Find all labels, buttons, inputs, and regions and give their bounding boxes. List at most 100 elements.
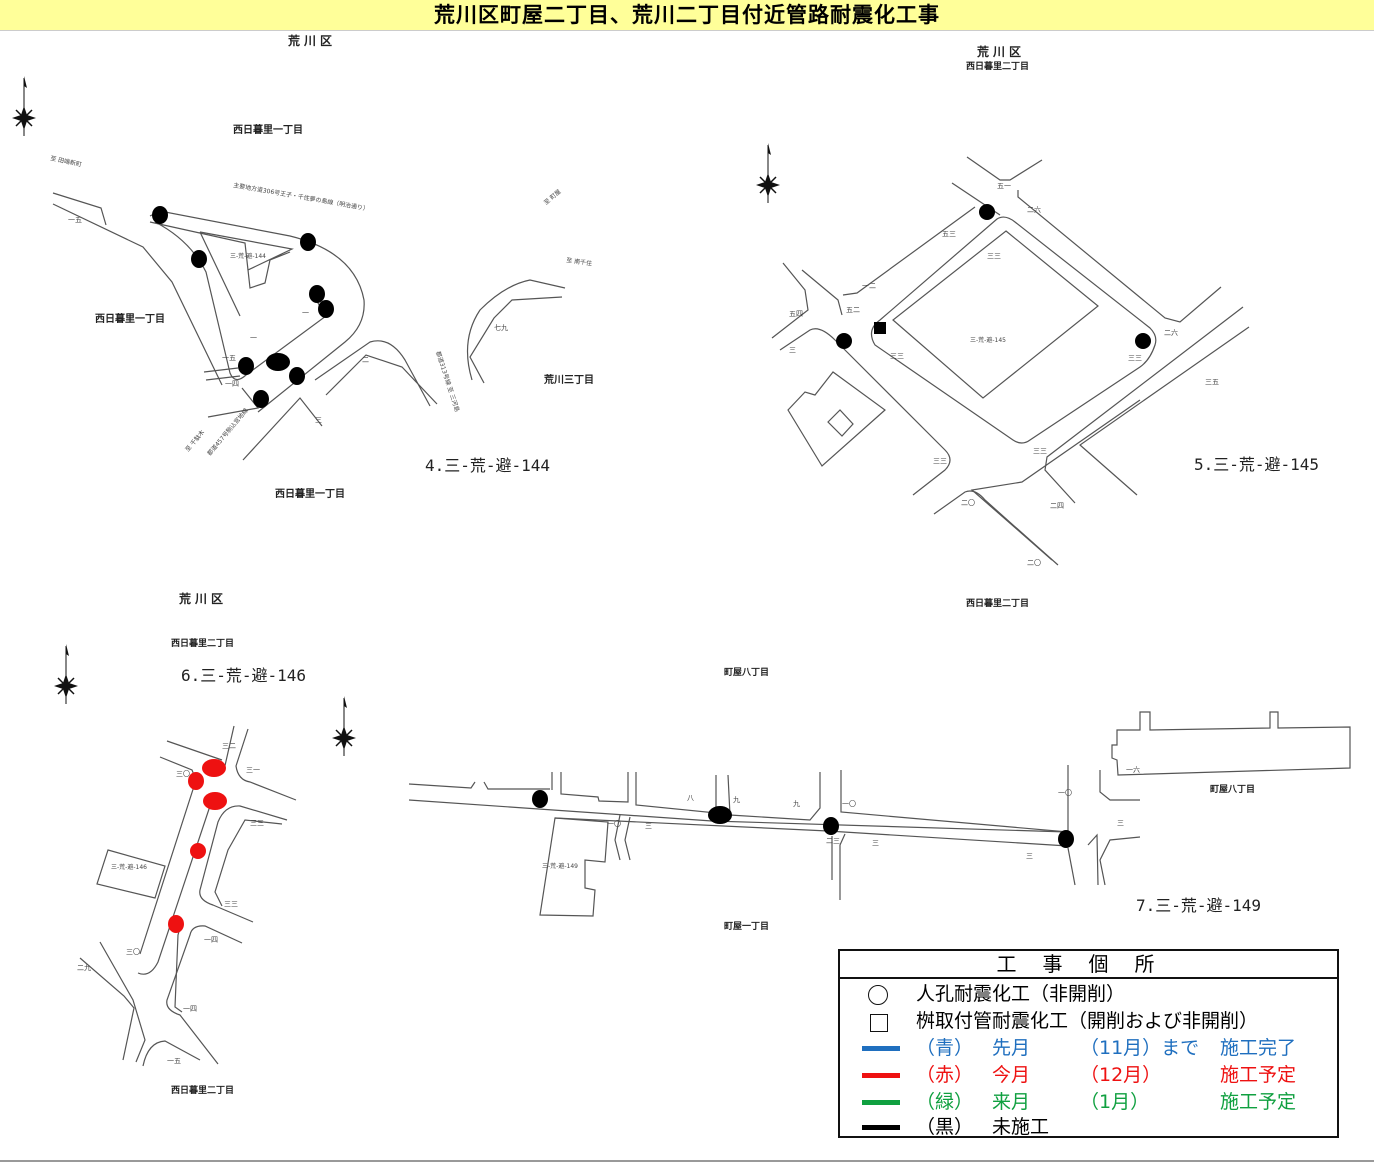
house-number: 一〇 [1058,789,1072,797]
road-label: 至 町屋 [543,188,563,206]
legend: 工事個所 人孔耐震化工（非開削） 桝取付管耐震化工（開削および非開削） （青） … [838,949,1339,1138]
area-label: 西日暮里二丁目 [171,637,234,649]
house-number: 三 [315,416,322,424]
ward-label: 荒川区 [178,591,227,606]
house-number: 三〇 [176,770,190,778]
legend-color: （青） [916,1037,974,1059]
page-title: 荒川区町屋二丁目、荒川二丁目付近管路耐震化工事 [0,0,1374,31]
house-number: 三三 [890,352,904,360]
house-number: 二六 [1164,328,1178,337]
green-line-icon [862,1100,900,1105]
north-compass-icon [53,643,79,705]
house-number: 一 [250,334,257,342]
legend-month: 先月 [992,1037,1031,1059]
red-line-icon [862,1073,900,1078]
road-label: 主要地方道306号王子・千住夢の島線（明治通り） [233,181,370,213]
legend-branch: 桝取付管耐震化工（開削および非開削） [840,1008,1337,1035]
legend-manhole: 人孔耐震化工（非開削） [840,981,1337,1008]
house-number: 五一 [997,182,1011,190]
legend-row-black: （黒） 未施工 [840,1114,1337,1141]
legend-row-green: （緑） 来月 （1月） 施工予定 [840,1089,1337,1116]
area-label: 荒川三丁目 [543,373,594,386]
house-number: 七九 [494,323,508,332]
lot-label: 三-荒-避-146 [111,863,147,871]
house-number: 三 [789,346,796,354]
house-number: 二〇 [1027,559,1041,567]
road-label: 至 千駄木 [183,428,206,453]
house-number: 二〇 [961,499,975,507]
legend-period: （12月） [1080,1064,1162,1086]
house-number: 二六 [1027,205,1041,214]
legend-status: 施工完了 [1220,1037,1297,1059]
area-label: 西日暮里二丁目 [966,60,1029,72]
house-number: 一〇 [842,800,856,808]
square-icon [870,1014,888,1032]
house-number: 二三 [826,837,840,845]
map-4: 荒川区 西日暮里一丁目 西日暮里一丁目 西日暮里一丁目 荒川三丁目 至 田端新町… [11,33,594,500]
house-number: 三 [1026,852,1033,860]
house-number: 一五 [222,354,236,362]
house-number: 三三 [933,457,947,465]
lot-label: 三-荒-避-145 [970,336,1006,344]
circle-icon [868,985,888,1005]
area-label: 西日暮里一丁目 [233,123,303,136]
house-number: 二四 [1050,502,1064,510]
map-6: 荒川区 西日暮里二丁目 西日暮里二丁目 三-荒-避-146 三二 三〇 三一 三… [53,591,357,1096]
house-number: 一四 [204,936,218,944]
site-label: 5.三-荒-避-145 [1194,455,1319,474]
legend-status: 施工予定 [1220,1091,1297,1113]
house-number: 三 [1117,819,1124,827]
legend-month: 今月 [992,1064,1031,1086]
house-number: 八 [687,794,694,802]
house-number: 三五 [1205,378,1219,386]
legend-period: （11月）まで [1080,1037,1200,1059]
road-label: 都道457号駒込宮地線 [205,407,249,458]
area-label: 町屋八丁目 [724,667,769,678]
house-number: 三三 [1033,447,1047,455]
house-number: 一四 [183,1005,197,1013]
house-number: 五四 [789,310,803,318]
house-number: 二 [362,356,369,364]
road-label: 都道313号線 至 三河島 [434,350,461,413]
house-number: 三三 [1128,354,1142,362]
map-5: 荒川区 西日暮里二丁目 西日暮里二丁目 三-荒-避-145 五一 二六 五三 五… [755,44,1319,609]
house-number: 九 [793,799,800,808]
legend-period: （1月） [1080,1091,1150,1113]
lot-label: 三-荒-避-149 [542,862,578,870]
house-number: 三〇 [126,948,140,956]
north-compass-icon [331,695,357,757]
house-number: 三一 [246,766,260,774]
area-label: 西日暮里二丁目 [966,597,1029,609]
house-number: 一〇 [607,820,621,828]
north-compass-icon [755,142,781,204]
legend-row-red: （赤） 今月 （12月） 施工予定 [840,1062,1337,1089]
legend-row-blue: （青） 先月 （11月）まで 施工完了 [840,1035,1337,1062]
lot-label: 三-荒-避-144 [230,252,266,260]
area-label: 西日暮里一丁目 [275,487,345,500]
area-label: 西日暮里二丁目 [171,1084,234,1096]
house-number: 一四 [225,380,239,388]
house-number: 三 [872,839,879,847]
north-compass-icon [11,75,37,137]
legend-color: （緑） [916,1091,974,1113]
legend-title: 工事個所 [840,951,1337,979]
house-number: 一六 [1126,765,1140,774]
house-number: 九 [733,795,740,804]
legend-color: （赤） [916,1064,974,1086]
house-number: 五三 [942,230,956,238]
house-number: 三 [645,822,652,830]
area-label: 町屋八丁目 [1210,784,1255,795]
map-7: 町屋八丁目 町屋八丁目 町屋一丁目 三-荒-避-149 一〇 三 八 九 九 一… [408,667,1351,932]
site-label: 6.三-荒-避-146 [181,666,306,685]
house-number: 五二 [846,306,860,314]
legend-status: 施工予定 [1220,1064,1297,1086]
blue-line-icon [862,1046,900,1051]
ward-label: 荒川区 [287,33,336,48]
house-number: 三三 [987,252,1001,260]
ward-label: 荒川区 [976,44,1025,59]
site-label: 4.三-荒-避-144 [425,456,550,475]
house-number: 二九 [77,963,91,972]
legend-month: 未施工 [992,1116,1050,1138]
legend-color: （黒） [916,1116,974,1138]
